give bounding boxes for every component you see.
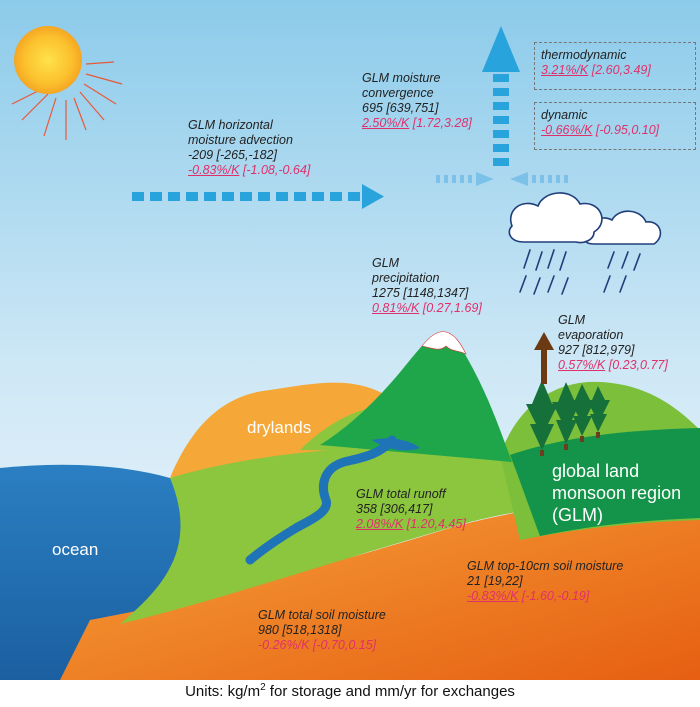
monsoon-region-area xyxy=(510,428,700,536)
convergence-label: GLM moisture convergence 695 [639,751] 2… xyxy=(362,71,472,130)
evaporation-label: GLM evaporation 927 [812,979] 0.57%/K [0… xyxy=(558,313,668,372)
converging-arrows xyxy=(436,172,568,186)
river xyxy=(245,435,397,565)
drylands-label: drylands xyxy=(247,418,312,437)
cloud-icon xyxy=(508,192,662,245)
total-soil-moisture-label: GLM total soil moisture 980 [518,1318] -… xyxy=(258,608,386,652)
advection-label: GLM horizontal moisture advection -209 [… xyxy=(188,118,311,177)
top-soil-moisture-label: GLM top-10cm soil moisture 21 [19,22] -0… xyxy=(467,559,624,603)
soil-layer xyxy=(60,497,700,680)
thermodynamic-label: thermodynamic 3.21%/K [2.60,3.49] xyxy=(541,48,651,77)
mountain xyxy=(320,332,512,462)
thermodynamic-box xyxy=(534,42,696,90)
ocean-label: ocean xyxy=(52,540,99,559)
monsoon-region-label: global land monsoon region (GLM) xyxy=(552,461,682,525)
tree-icon xyxy=(526,380,610,456)
mountain-snowcap xyxy=(421,331,467,355)
units-caption: Units: kg/m2 for storage and mm/yr for e… xyxy=(185,682,515,700)
dynamic-box xyxy=(534,102,696,150)
advection-arrow xyxy=(132,184,384,209)
drylands-hill xyxy=(170,382,430,478)
convergence-arrow xyxy=(482,26,520,166)
sun-icon xyxy=(11,26,123,140)
evaporation-arrow xyxy=(534,332,554,384)
runoff-label: GLM total runoff 358 [306,417] 2.08%/K [… xyxy=(356,487,466,531)
dynamic-label: dynamic -0.66%/K [-0.95,0.10] xyxy=(541,108,660,137)
precipitation-label: GLM precipitation 1275 [1148,1347] 0.81%… xyxy=(372,256,482,315)
rain-icon xyxy=(519,249,641,295)
